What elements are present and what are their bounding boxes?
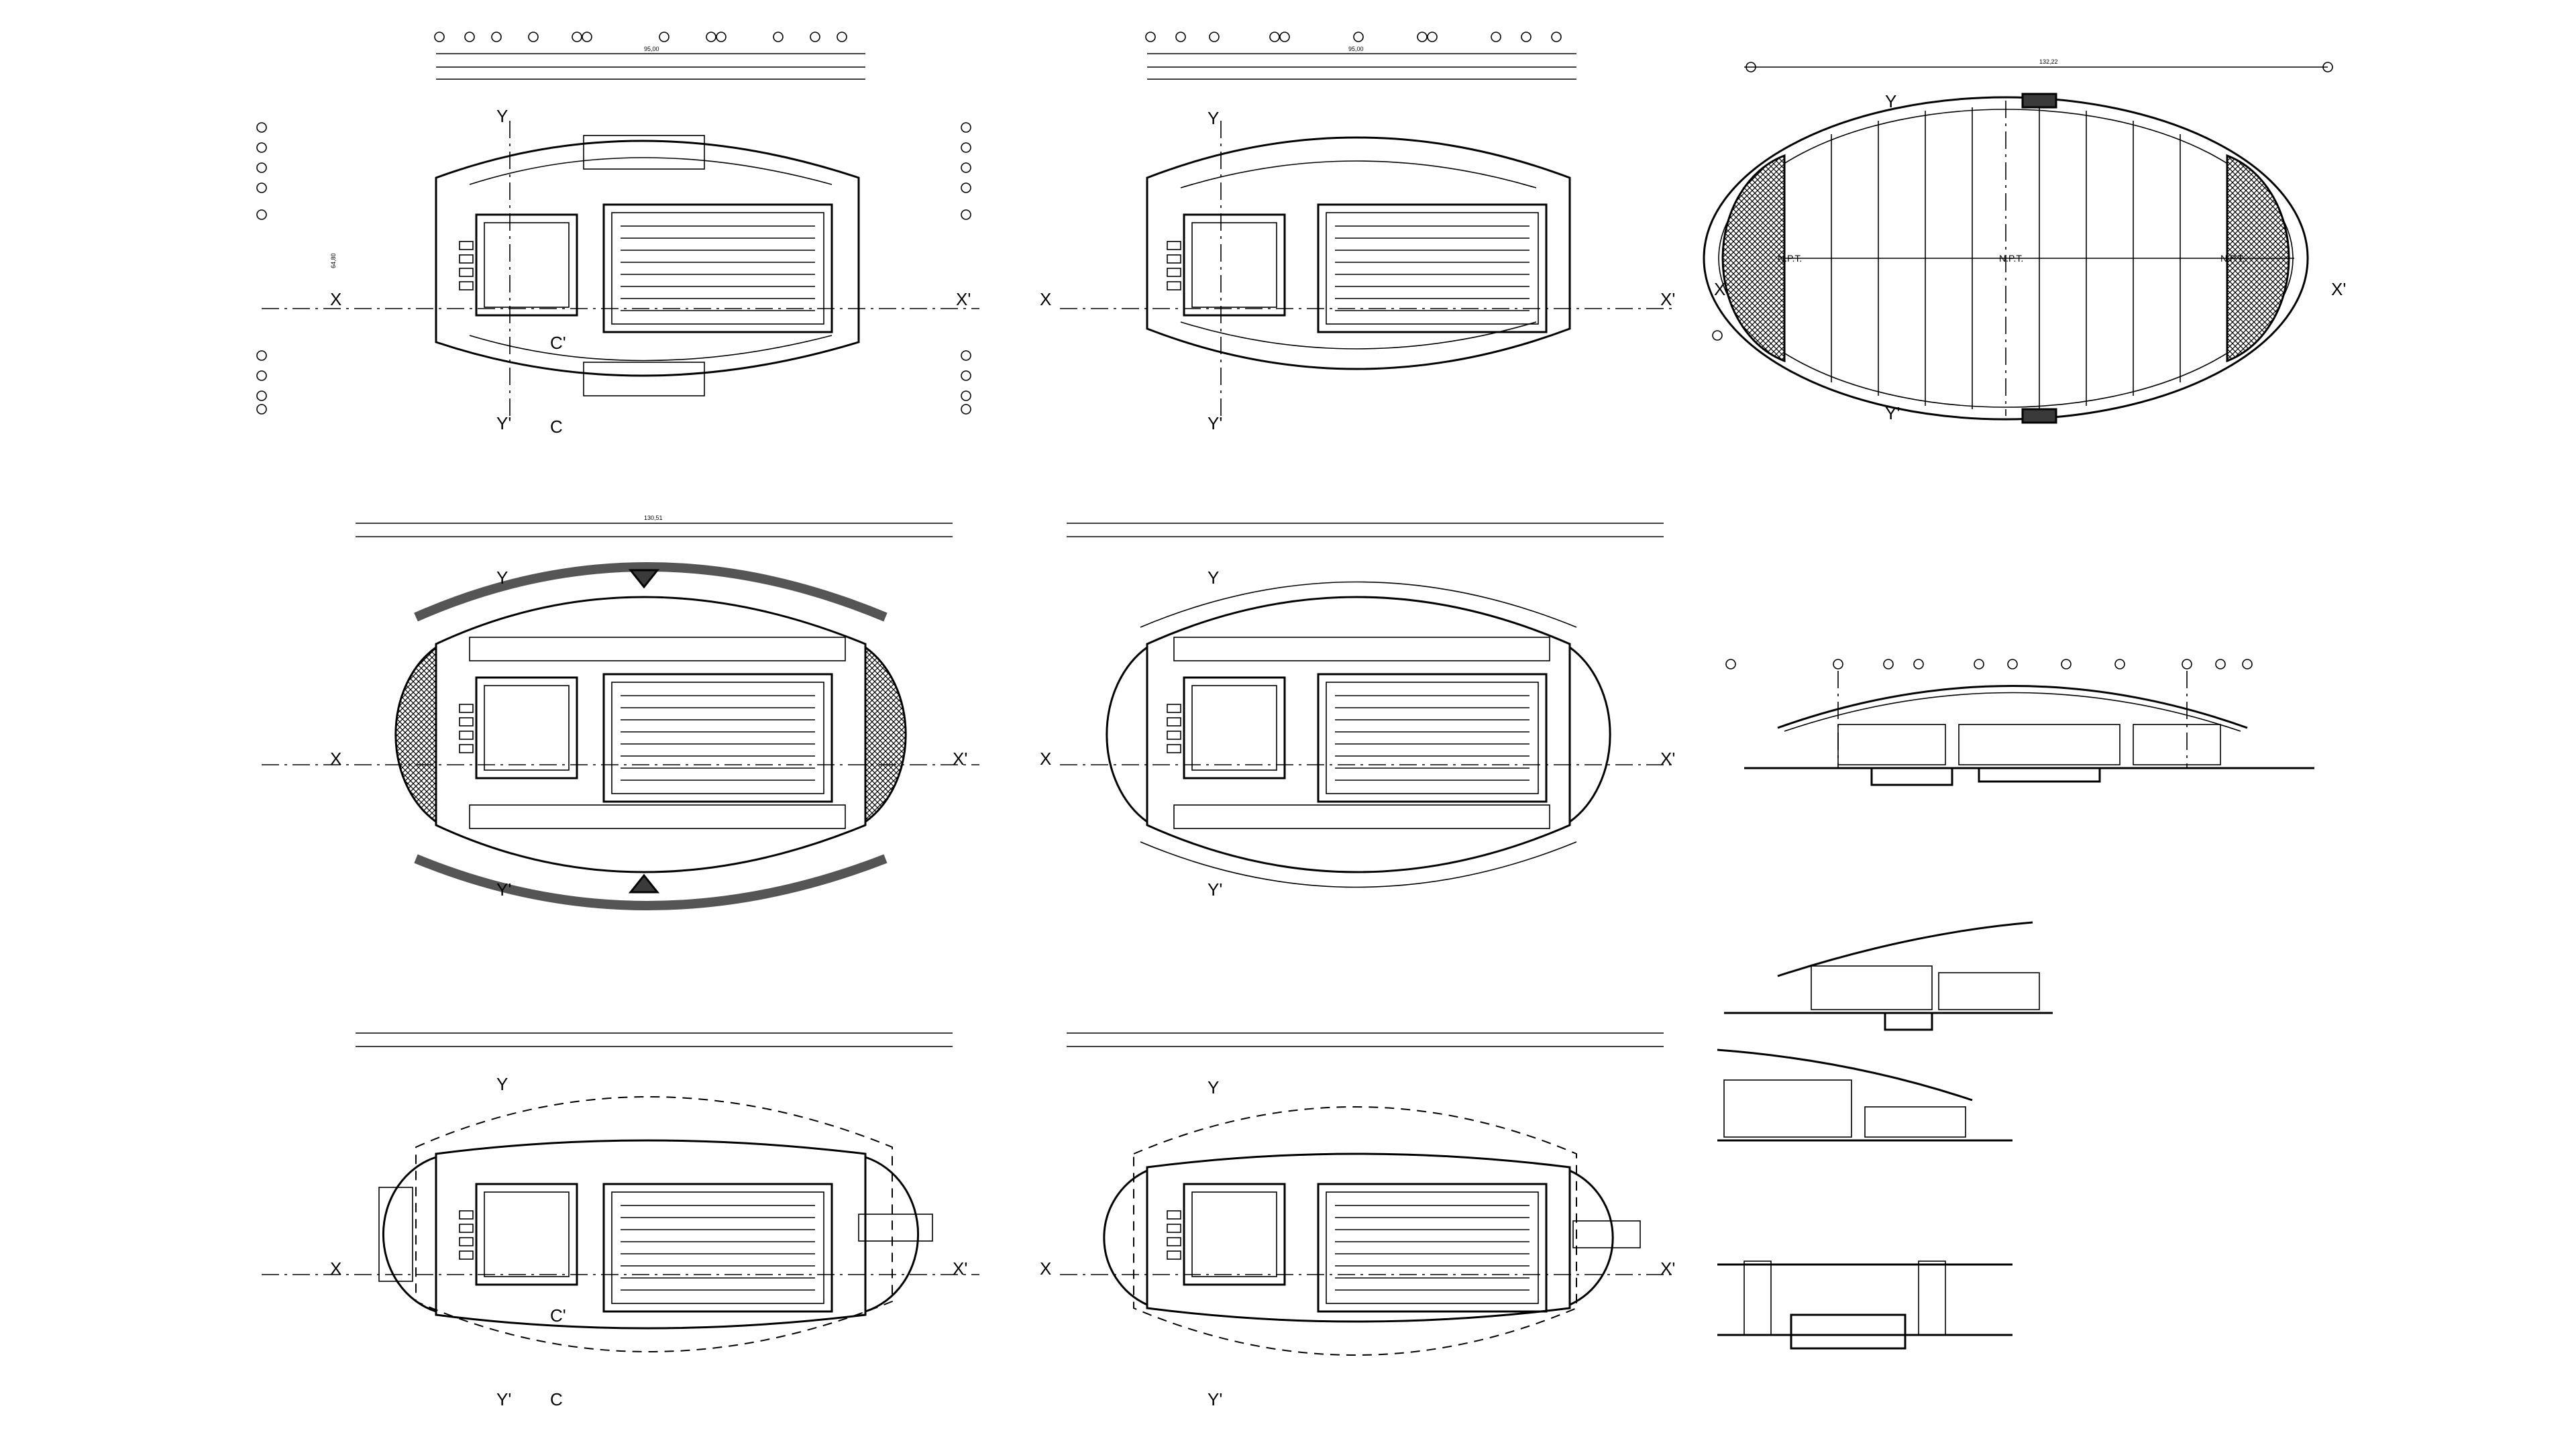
p5-axis-x-prime: X' — [953, 1258, 967, 1279]
roof-marker-text: N.P.T. — [1778, 253, 1802, 264]
roof-plan-axis-y: Y — [1885, 91, 1896, 111]
p1-axis-y: Y — [496, 106, 508, 126]
p3-axis-x: X — [330, 749, 341, 769]
p5-axis-x: X — [330, 1258, 341, 1279]
p3-axis-x-prime: X' — [953, 749, 967, 769]
roof-plan-axis-x-prime: X' — [2331, 279, 2346, 299]
p1-axis-c: C — [550, 417, 563, 437]
p3-axis-y-prime: Y' — [496, 879, 511, 900]
plan-height-dimension: 64,80 — [330, 253, 337, 268]
p1-axis-x-prime: X' — [956, 289, 971, 309]
plan-axis-labels: Y Y' X X' C C' Y Y' X X' Y Y' X X' Y Y' … — [330, 106, 1675, 1409]
p4-axis-y: Y — [1208, 568, 1219, 588]
roof-plan-width-dimension: 132,22 — [2039, 58, 2058, 65]
p6-axis-x-prime: X' — [1660, 1258, 1675, 1279]
roof-plan: N.P.T. N.P.T. N.P.T. 132,22 Y Y' X X' — [1703, 58, 2346, 424]
plan-level-5 — [262, 1032, 979, 1352]
roof-center-marker-text: N.P.T. — [1999, 253, 2023, 264]
top-middle-plan-width-dimension: 95,00 — [1348, 46, 1364, 52]
section-pool-detail — [1717, 1260, 2012, 1350]
p6-axis-y-prime: Y' — [1208, 1389, 1222, 1409]
p5-axis-y-prime: Y' — [496, 1389, 511, 1409]
p4-axis-x-prime: X' — [1660, 749, 1675, 769]
p5-axis-c: C — [550, 1389, 563, 1409]
section-longitudinal — [1744, 671, 2314, 786]
plan-level-2 — [1060, 53, 1677, 416]
p6-axis-x: X — [1040, 1258, 1051, 1279]
p5-axis-c-prime: C' — [550, 1305, 566, 1326]
p2-axis-x: X — [1040, 289, 1051, 309]
roof-plan-axis-x: X — [1714, 279, 1725, 299]
roof-right-marker-text: N.P.T. — [2220, 253, 2245, 264]
middle-left-width-dimension: 130,51 — [644, 515, 663, 521]
p4-axis-y-prime: Y' — [1208, 879, 1222, 900]
dimension-labels: 95,00 95,00 64,80 — [330, 46, 1364, 268]
p2-axis-x-prime: X' — [1660, 289, 1675, 309]
roof-plan-axis-y-prime: Y' — [1885, 403, 1900, 423]
p2-axis-y-prime: Y' — [1208, 413, 1222, 433]
plan-level-4 — [1060, 523, 1677, 888]
section-transverse-2 — [1717, 1049, 2012, 1142]
plan-level-6 — [1060, 1032, 1677, 1356]
p3-axis-y: Y — [496, 568, 508, 588]
section-transverse-1 — [1724, 921, 2053, 1031]
p5-axis-y: Y — [496, 1074, 508, 1094]
p1-axis-c-prime: C' — [550, 333, 566, 353]
p2-axis-y: Y — [1208, 108, 1219, 128]
p6-axis-y: Y — [1208, 1077, 1219, 1097]
p1-axis-y-prime: Y' — [496, 413, 511, 433]
plan-level-1 — [262, 53, 979, 416]
p1-axis-x: X — [330, 289, 341, 309]
plan-level-3: 130,51 — [262, 515, 979, 910]
top-plan-width-dimension: 95,00 — [644, 46, 659, 52]
p4-axis-x: X — [1040, 749, 1051, 769]
